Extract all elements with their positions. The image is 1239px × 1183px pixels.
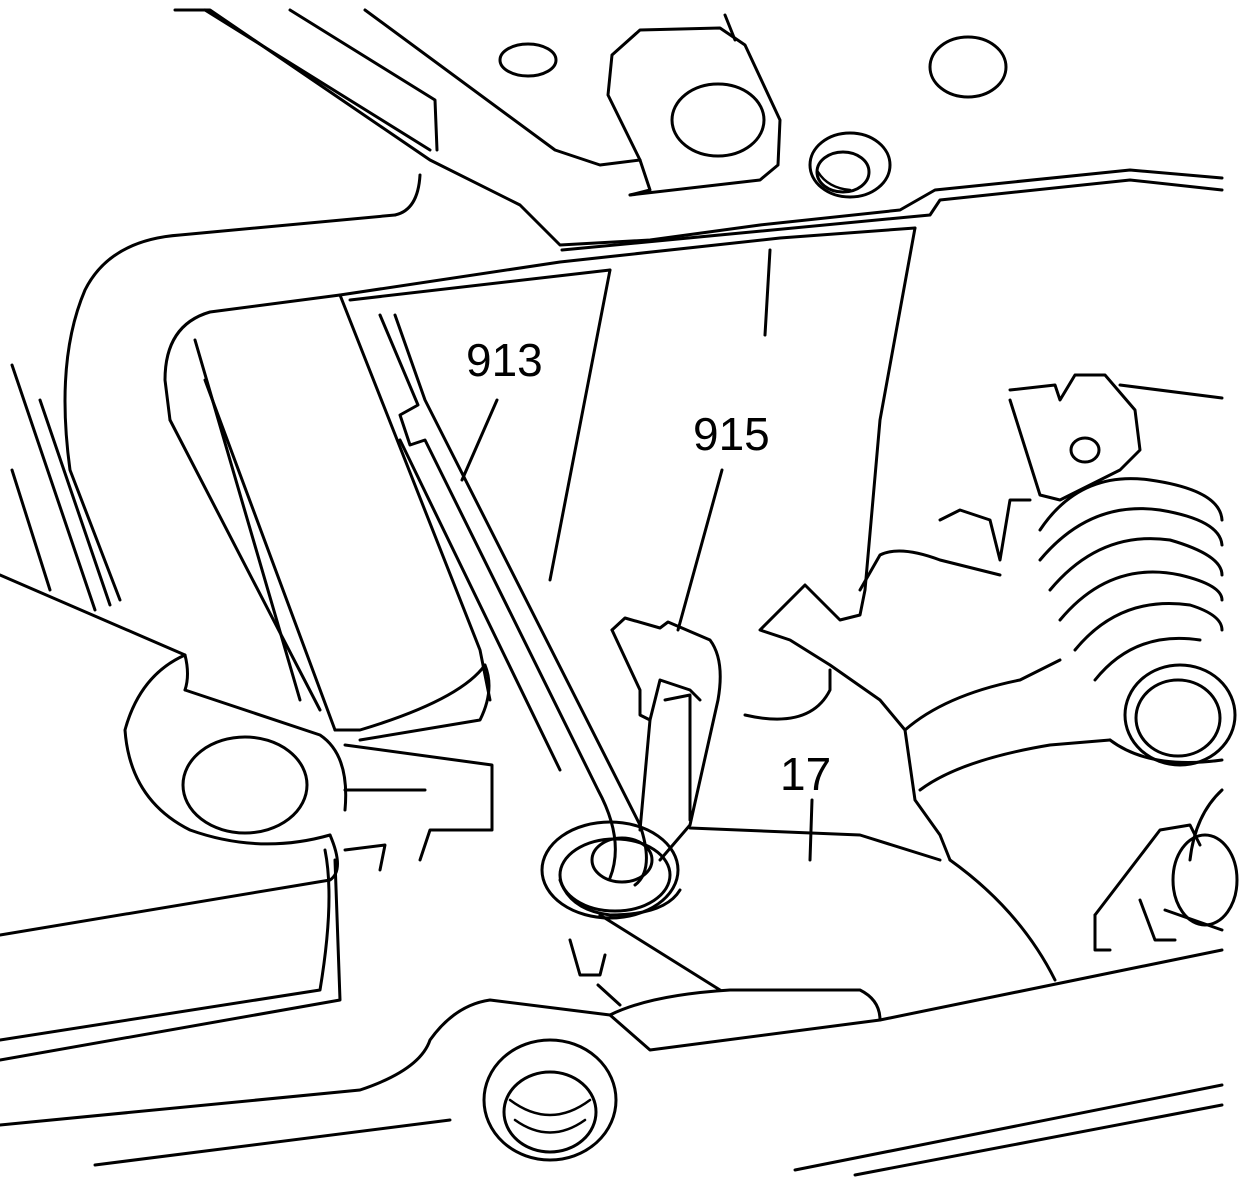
lower-right-detail (1093, 823, 1239, 952)
lower-casting (0, 948, 1224, 1177)
leader-915 (676, 468, 724, 632)
retaining-clip (540, 616, 722, 1007)
callout-17: 17 (780, 748, 831, 800)
mounting-holes-top (498, 35, 1008, 199)
callout-913: 913 (466, 334, 543, 386)
return-spring (1008, 373, 1237, 862)
shift-bracket (548, 226, 1112, 992)
callout-915: 915 (693, 408, 770, 460)
leader-17 (808, 798, 814, 862)
leader-913 (460, 398, 499, 482)
left-housing (0, 173, 494, 1062)
upper-housing (173, 8, 1224, 302)
callout-leaders (460, 398, 814, 862)
